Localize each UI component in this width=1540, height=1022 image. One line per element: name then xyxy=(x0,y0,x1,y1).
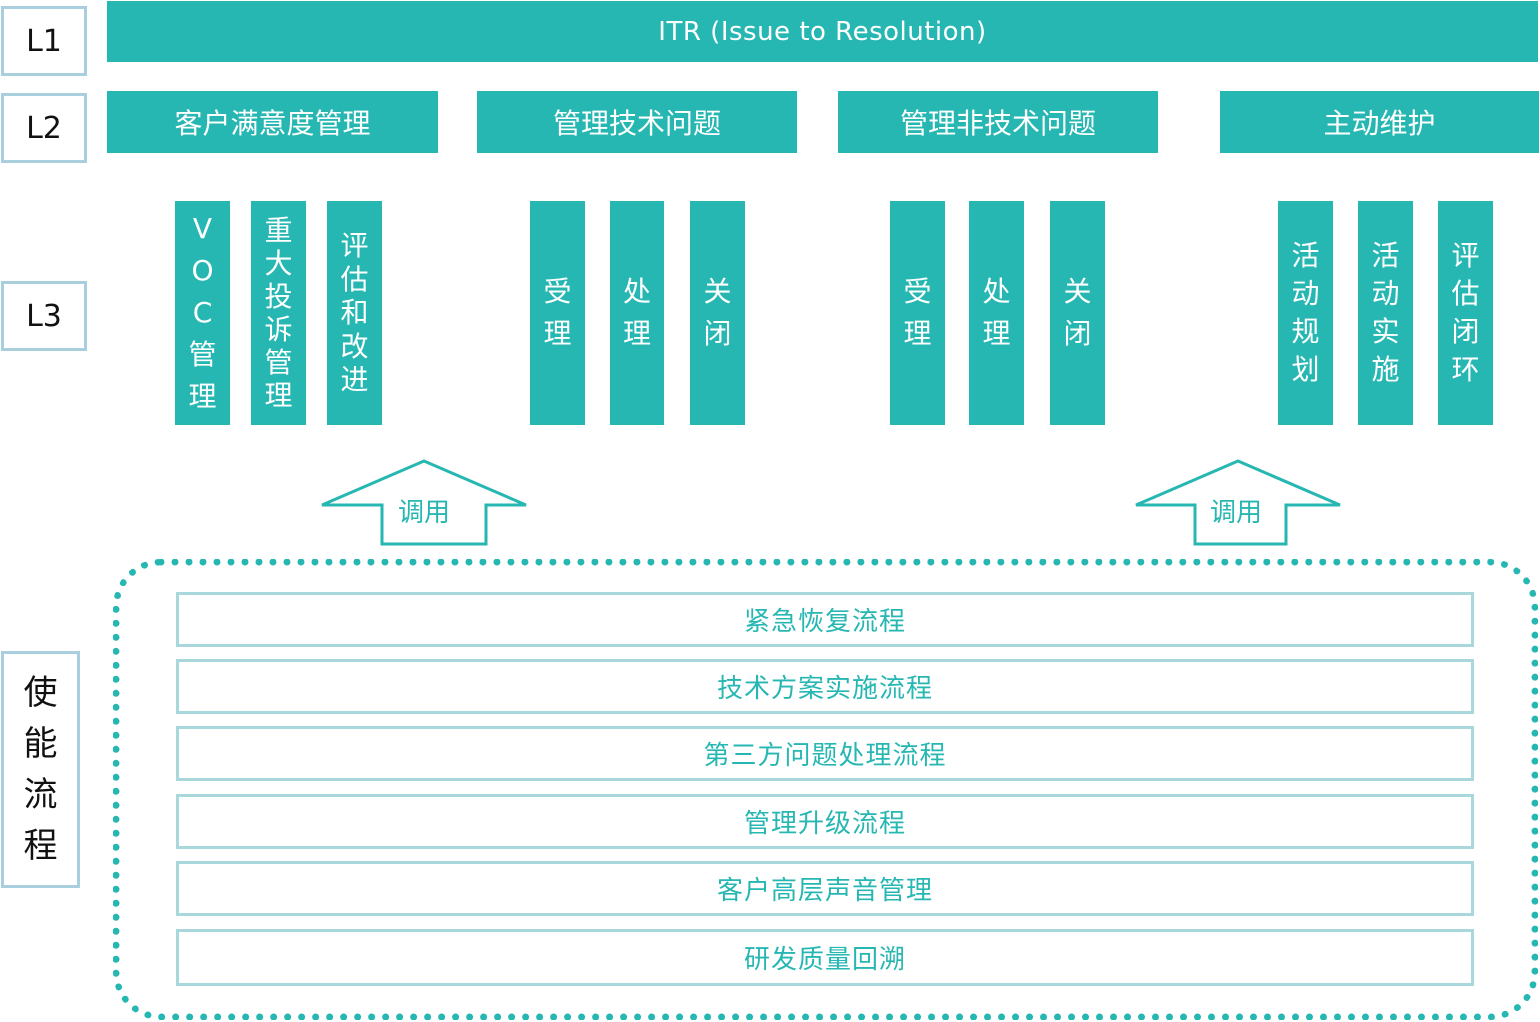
l3-label: 重大投诉管理 xyxy=(264,213,293,413)
l2-non-technical-issues: 管理非技术问题 xyxy=(838,91,1158,153)
l3-label: 处理 xyxy=(623,275,652,350)
l3-label: 评估闭环 xyxy=(1451,239,1480,386)
l3-major-complaint-management: 重大投诉管理 xyxy=(251,201,306,425)
l2-technical-issues: 管理技术问题 xyxy=(477,91,797,153)
l3-activity-planning: 活动规划 xyxy=(1278,201,1333,425)
l3-tech-handle: 处理 xyxy=(610,201,664,425)
invoke-label-right: 调用 xyxy=(1209,497,1262,528)
l3-nontech-handle: 处理 xyxy=(969,201,1024,425)
enabling-processes-label: 使能流程 xyxy=(1,651,80,888)
l3-label: 关闭 xyxy=(1063,275,1092,350)
l1-itr-bar: ITR (Issue to Resolution) xyxy=(107,1,1538,62)
process-customer-executive-voice: 客户高层声音管理 xyxy=(176,861,1474,916)
l3-label: 受理 xyxy=(903,275,932,350)
l2-customer-satisfaction: 客户满意度管理 xyxy=(107,91,438,153)
l3-tech-close: 关闭 xyxy=(690,201,745,425)
level-label-l3: L3 xyxy=(1,281,87,351)
l3-nontech-close: 关闭 xyxy=(1050,201,1105,425)
l3-activity-implementation: 活动实施 xyxy=(1358,201,1413,425)
l3-label: 受理 xyxy=(543,275,572,350)
invoke-arrow-right xyxy=(1135,459,1341,546)
l3-label: VOC管理 xyxy=(188,212,217,413)
l3-voc-management: VOC管理 xyxy=(175,201,230,425)
invoke-arrow-left xyxy=(321,459,527,546)
l3-label: 关闭 xyxy=(703,275,732,350)
l3-evaluation-closure: 评估闭环 xyxy=(1438,201,1493,425)
l3-label: 活动实施 xyxy=(1371,239,1400,386)
process-third-party-issue-handling: 第三方问题处理流程 xyxy=(176,726,1474,781)
l3-label: 活动规划 xyxy=(1291,239,1320,386)
enabling-processes-frame xyxy=(113,559,1538,1020)
l3-tech-accept: 受理 xyxy=(530,201,585,425)
process-rd-quality-traceback: 研发质量回溯 xyxy=(176,929,1474,986)
process-emergency-recovery: 紧急恢复流程 xyxy=(176,592,1474,647)
l2-proactive-maintenance: 主动维护 xyxy=(1220,91,1539,153)
l3-nontech-accept: 受理 xyxy=(890,201,945,425)
process-management-escalation: 管理升级流程 xyxy=(176,794,1474,849)
l3-label: 处理 xyxy=(982,275,1011,350)
process-technical-solution-implementation: 技术方案实施流程 xyxy=(176,659,1474,714)
level-label-l2: L2 xyxy=(1,93,87,163)
l3-evaluate-and-improve: 评估和改进 xyxy=(327,201,382,425)
invoke-label-left: 调用 xyxy=(397,497,450,528)
l3-label: 评估和改进 xyxy=(340,229,369,397)
enabling-processes-text: 使能流程 xyxy=(23,672,58,866)
level-label-l1: L1 xyxy=(1,6,87,76)
